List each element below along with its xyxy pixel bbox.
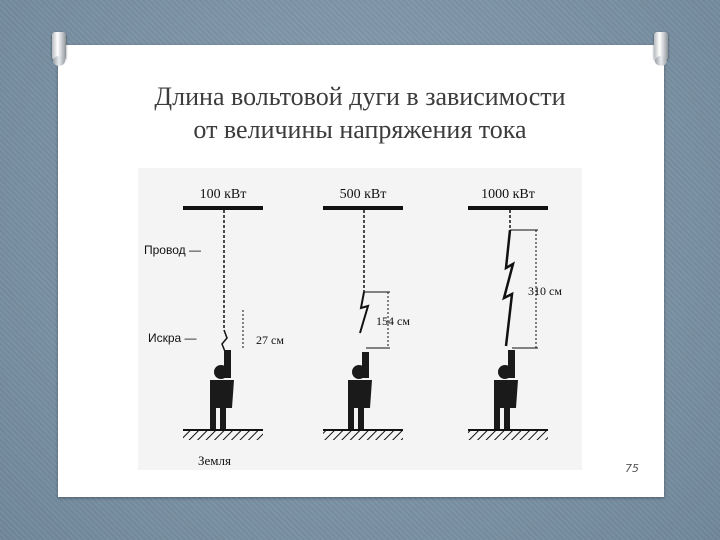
ground-hatch (183, 430, 263, 440)
person-figure (348, 352, 372, 430)
arc-spark (359, 291, 370, 334)
gap-label: 154 см (376, 314, 410, 328)
ground-hatch (323, 430, 403, 440)
gap-label: 310 см (528, 284, 562, 298)
arc-length-diagram: 100 кВт 27 см Провод — Искра — Земля 500… (138, 168, 582, 470)
person-figure (494, 350, 518, 430)
power-line (183, 206, 263, 210)
pushpin-icon (654, 32, 668, 66)
arc-spark (502, 229, 515, 347)
power-line (468, 206, 548, 210)
pushpin-icon (52, 32, 66, 66)
power-label: 500 кВт (340, 187, 387, 202)
power-line (323, 206, 403, 210)
slide-number: 75 (625, 462, 639, 475)
panel-100kw: 100 кВт 27 см Провод — Искра — Земля (144, 187, 284, 468)
spark-label: Искра — (148, 331, 197, 345)
ground-label: Земля (198, 453, 231, 468)
power-label: 1000 кВт (481, 187, 535, 202)
title-line-2: от величины напряжения тока (193, 115, 527, 144)
power-label: 100 кВт (200, 187, 247, 202)
arc-diagram-svg: 100 кВт 27 см Провод — Искра — Земля 500… (144, 187, 562, 468)
panel-500kw: 500 кВт 154 см (323, 187, 410, 440)
wire-label: Провод — (144, 243, 201, 257)
slide-title: Длина вольтовой дуги в зависимости от ве… (60, 80, 660, 146)
gap-label: 27 см (256, 333, 284, 347)
arc-spark (221, 329, 228, 355)
ground-hatch (468, 430, 548, 440)
person-figure (210, 350, 234, 430)
panel-1000kw: 1000 кВт 310 см (468, 187, 562, 440)
title-line-1: Длина вольтовой дуги в зависимости (154, 82, 566, 111)
